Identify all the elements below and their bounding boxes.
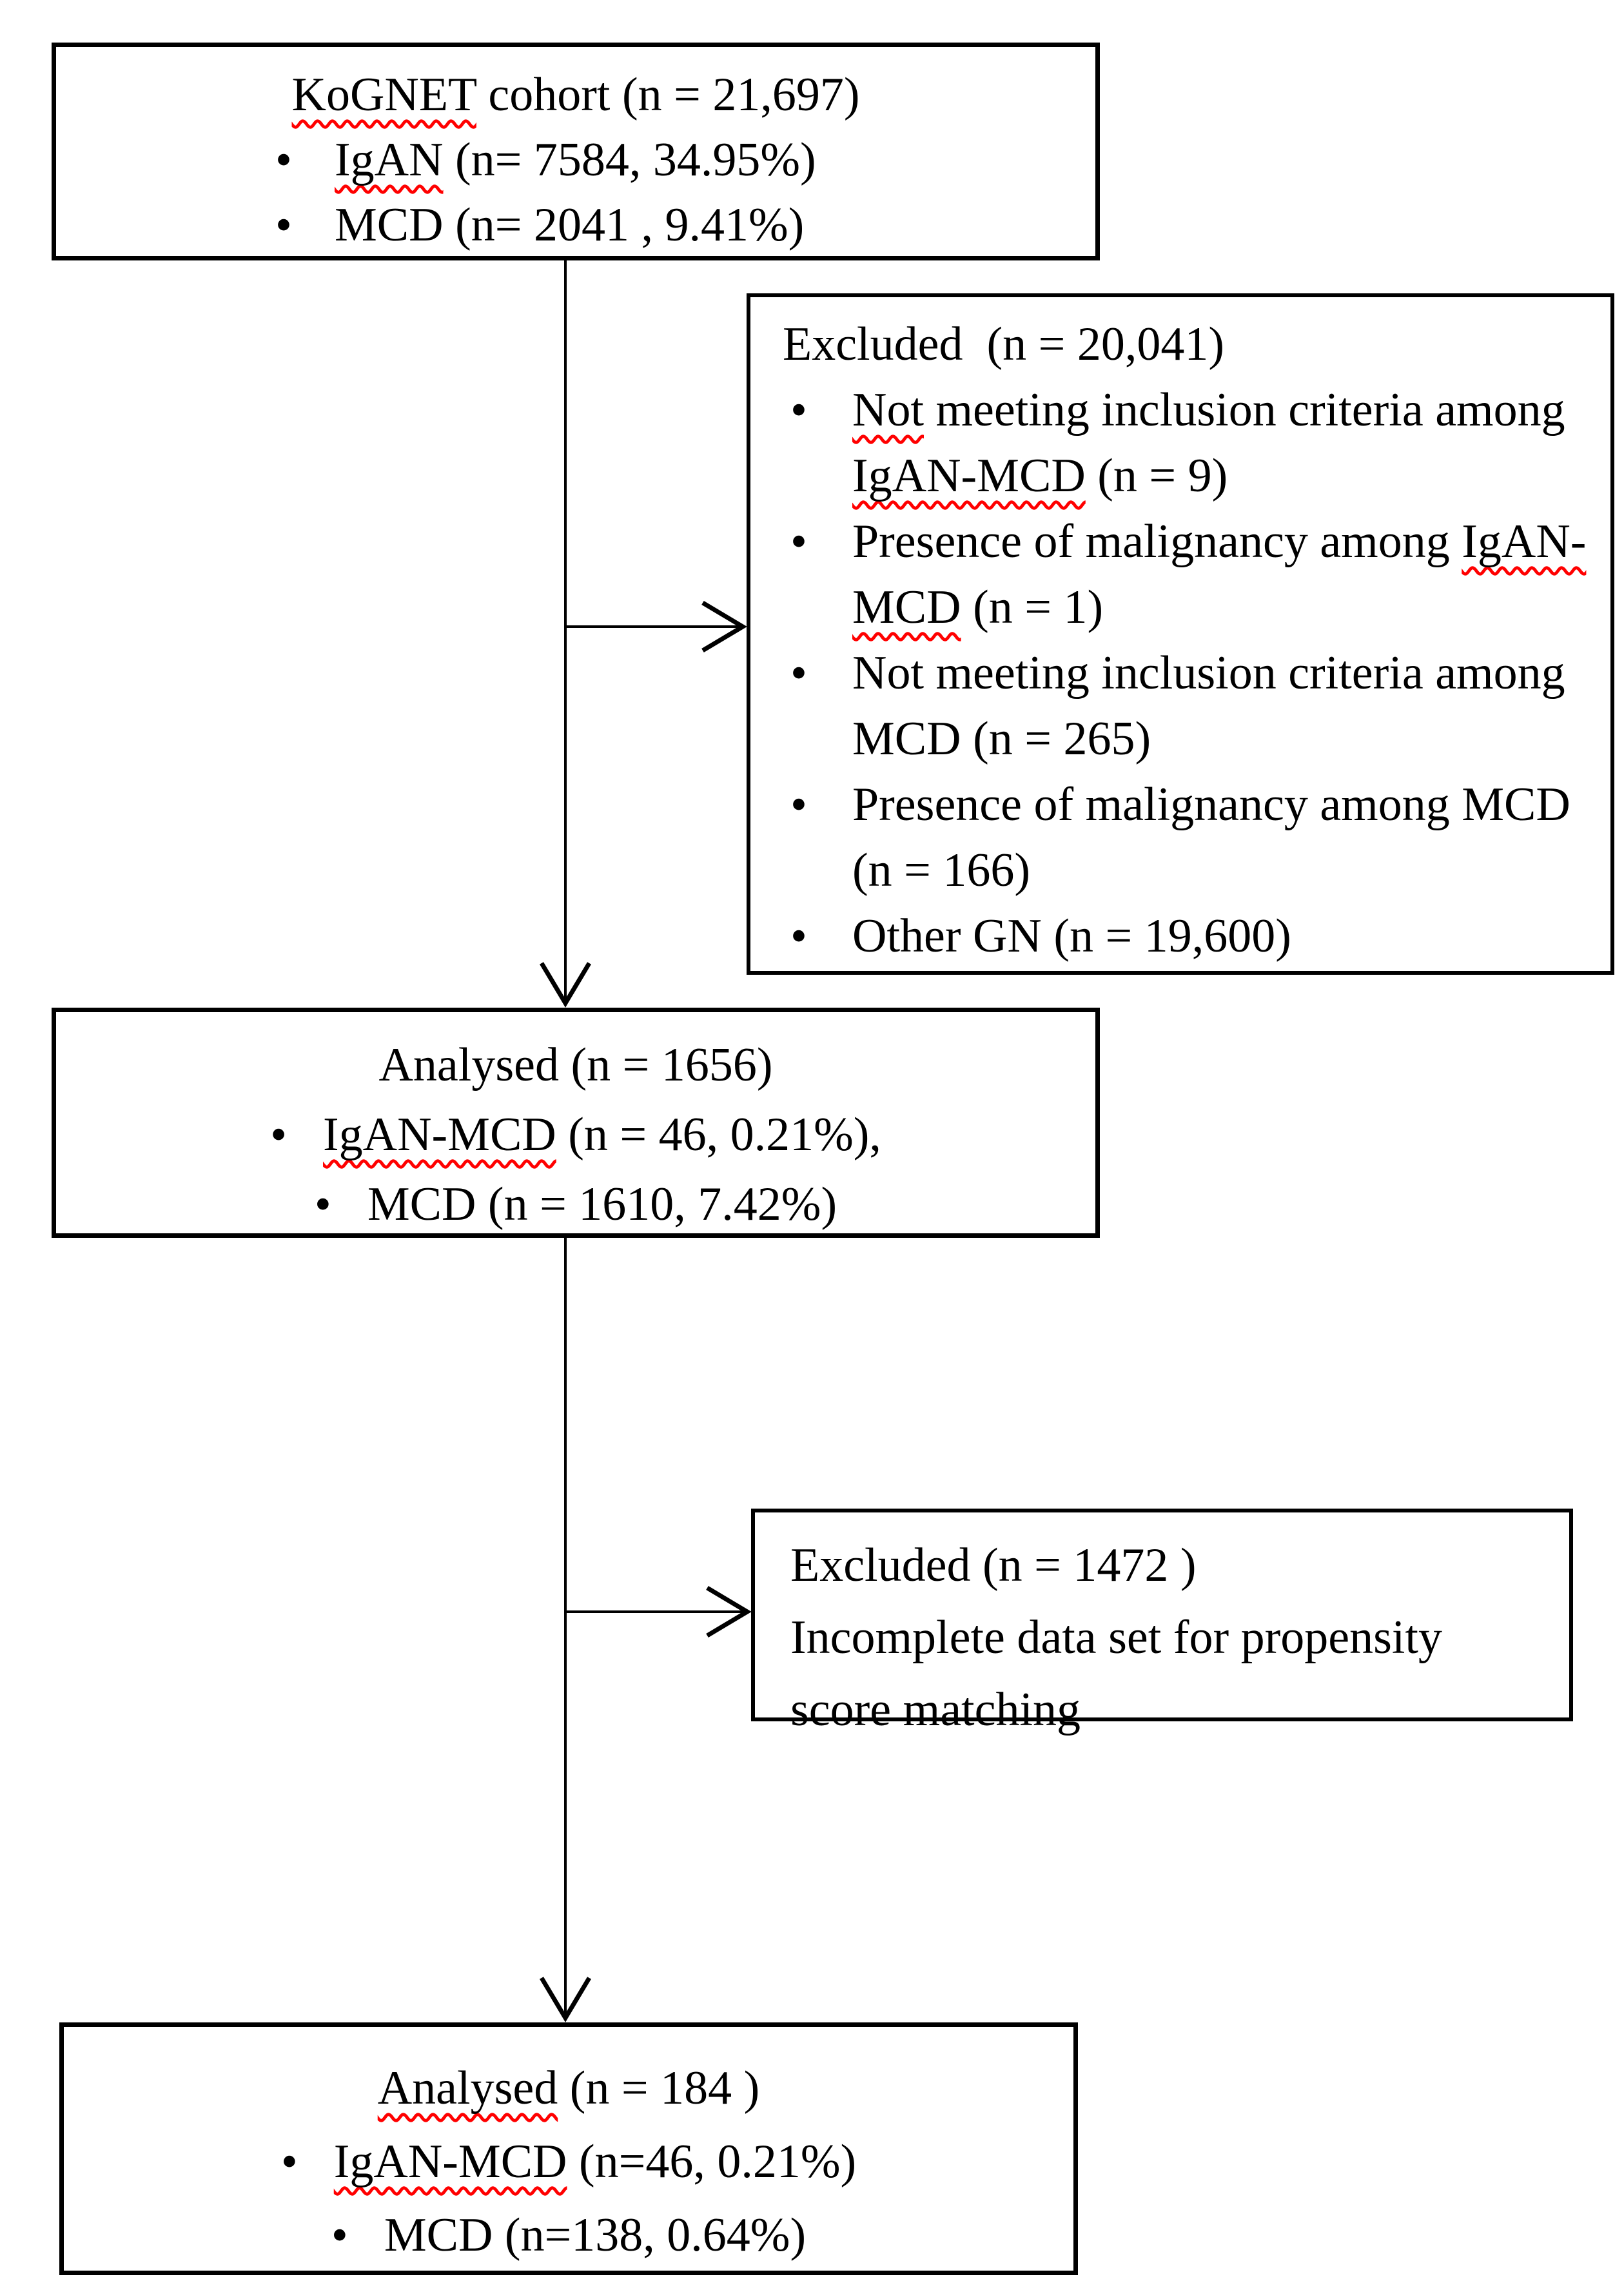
bullet-icon: • [790, 515, 807, 568]
excluded2-reason-text: Incomplete data set for propensity score… [790, 1611, 1454, 1736]
excluded1-bullet-5-text: Other GN (n = 19,600) [852, 910, 1291, 963]
excluded1-title-text: Excluded (n = 20,041) [783, 318, 1224, 371]
igan-label: IgAN [335, 133, 444, 186]
bullet-icon: • [790, 384, 807, 436]
igan-mcd-label: IgAN-MCD [322, 1108, 556, 1161]
excluded1-bullet-4: • Presence of malignancy among MCD (n = … [783, 772, 1592, 903]
cohort-bullet-mcd: • MCD (n= 2041 , 9.41%) [275, 193, 1095, 258]
bullet-icon: • [331, 2209, 348, 2262]
bullet-icon: • [790, 647, 807, 699]
cohort-bullet-igan: • IgAN (n= 7584, 34.95%) [275, 128, 1095, 193]
bullet-icon: • [275, 133, 292, 186]
not-word: Not [852, 384, 924, 436]
excluded1-b1-count: (n = 9) [1085, 449, 1228, 502]
cohort-title: KoGNET cohort (n = 21,697) [56, 63, 1095, 128]
analysed2-title: Analysed (n = 184 ) [64, 2051, 1073, 2125]
igan-mcd-label: IgAN-MCD [852, 449, 1086, 502]
analysed2-igan-mcd-count: (n=46, 0.21%) [567, 2135, 857, 2188]
cohort-title-misspelled: KoGNET [291, 68, 476, 121]
cohort-title-rest: cohort (n = 21,697) [476, 68, 860, 121]
excluded1-b1-mid: meeting inclusion criteria among [924, 384, 1578, 436]
mcd-count: MCD (n= 2041 , 9.41%) [335, 199, 805, 251]
excluded1-bullet-2: • Presence of malignancy among IgAN-MCD … [783, 509, 1592, 640]
igan-mcd-label: IgAN-MCD [852, 515, 1587, 634]
bullet-icon: • [280, 2135, 298, 2188]
excluded2-reason: Incomplete data set for propensity score… [790, 1601, 1543, 1746]
excluded1-bullet-5: • Other GN (n = 19,600) [783, 903, 1592, 969]
excluded1-b2-pre: Presence of malignancy among [852, 515, 1462, 568]
analysed2-title-rest: (n = 184 ) [558, 2062, 760, 2115]
analysed1-mcd-count: MCD (n = 1610, 7.42%) [367, 1178, 837, 1231]
analysed2-bullet-igan-mcd: • IgAN-MCD (n=46, 0.21%) [64, 2125, 1073, 2198]
excluded2-box: Excluded (n = 1472 ) Incomplete data set… [751, 1509, 1573, 1736]
analysed2-mcd-count: MCD (n=138, 0.64%) [384, 2209, 807, 2262]
bullet-icon: • [270, 1108, 287, 1161]
analysed1-box: Analysed (n = 1656) • IgAN-MCD (n = 46, 0… [52, 1008, 1100, 1238]
excluded1-bullet-1: • Not meeting inclusion criteria among I… [783, 377, 1592, 509]
analysed1-bullet-igan-mcd: • IgAN-MCD (n = 46, 0.21%), [56, 1100, 1095, 1169]
igan-mcd-label: IgAN-MCD [333, 2135, 567, 2188]
analysed2-bullet-mcd: • MCD (n=138, 0.64%) [64, 2198, 1073, 2272]
excluded1-bullet-2-text: Presence of malignancy among IgAN-MCD (n… [852, 509, 1592, 640]
bullet-icon: • [790, 910, 807, 963]
arrow-cohort-to-analysed1 [539, 260, 592, 1008]
bullet-icon: • [275, 199, 292, 251]
bullet-icon: • [790, 778, 807, 831]
excluded2-title-text: Excluded (n = 1472 ) [790, 1539, 1197, 1592]
arrow-analysed1-to-analysed2 [539, 1238, 592, 2022]
bullet-icon: • [314, 1178, 331, 1231]
excluded1-title: Excluded (n = 20,041) [783, 311, 1592, 377]
cohort-box: KoGNET cohort (n = 21,697) • IgAN (n= 758… [52, 43, 1100, 260]
excluded1-bullet-1-text: Not meeting inclusion criteria among IgA… [852, 377, 1592, 509]
arrow-branch-to-excluded2 [567, 1585, 752, 1638]
analysed1-bullet-mcd: • MCD (n = 1610, 7.42%) [56, 1169, 1095, 1239]
analysed1-title: Analysed (n = 1656) [56, 1030, 1095, 1100]
analysed1-title-text: Analysed (n = 1656) [378, 1039, 773, 1091]
excluded1-bullet-3-text: Not meeting inclusion criteria among MCD… [852, 647, 1578, 765]
excluded1-box: Excluded (n = 20,041) • Not meeting incl… [747, 293, 1614, 975]
arrow-branch-to-excluded1 [567, 600, 747, 653]
excluded1-bullet-4-text: Presence of malignancy among MCD (n = 16… [852, 778, 1583, 897]
excluded1-b2-count: (n = 1) [961, 581, 1104, 634]
igan-count: (n= 7584, 34.95%) [443, 133, 816, 186]
analysed1-igan-mcd-count: (n = 46, 0.21%), [556, 1108, 881, 1161]
analysed2-title-misspelled: Analysed [377, 2062, 558, 2115]
analysed2-box: Analysed (n = 184 ) • IgAN-MCD (n=46, 0.2… [59, 2022, 1078, 2275]
excluded1-bullet-3: • Not meeting inclusion criteria among M… [783, 640, 1592, 772]
excluded2-title: Excluded (n = 1472 ) [790, 1529, 1543, 1601]
